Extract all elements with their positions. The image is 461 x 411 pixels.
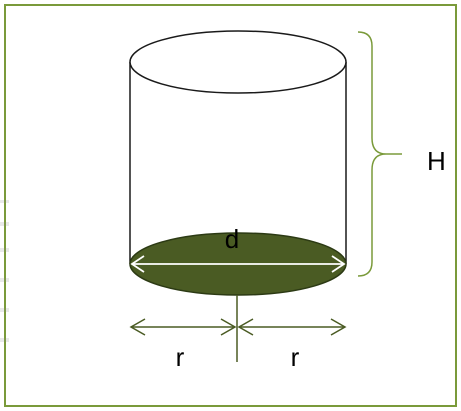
- radius-left-label: r: [176, 342, 185, 372]
- diameter-arrowhead-left: [130, 255, 145, 273]
- diameter-label: d: [225, 224, 239, 254]
- watermark-marks: [0, 200, 9, 342]
- cylinder-top-ellipse: [129, 30, 347, 94]
- diameter-arrowhead-right: [331, 255, 346, 273]
- height-label: H: [427, 146, 446, 176]
- radius-right-label: r: [291, 342, 300, 372]
